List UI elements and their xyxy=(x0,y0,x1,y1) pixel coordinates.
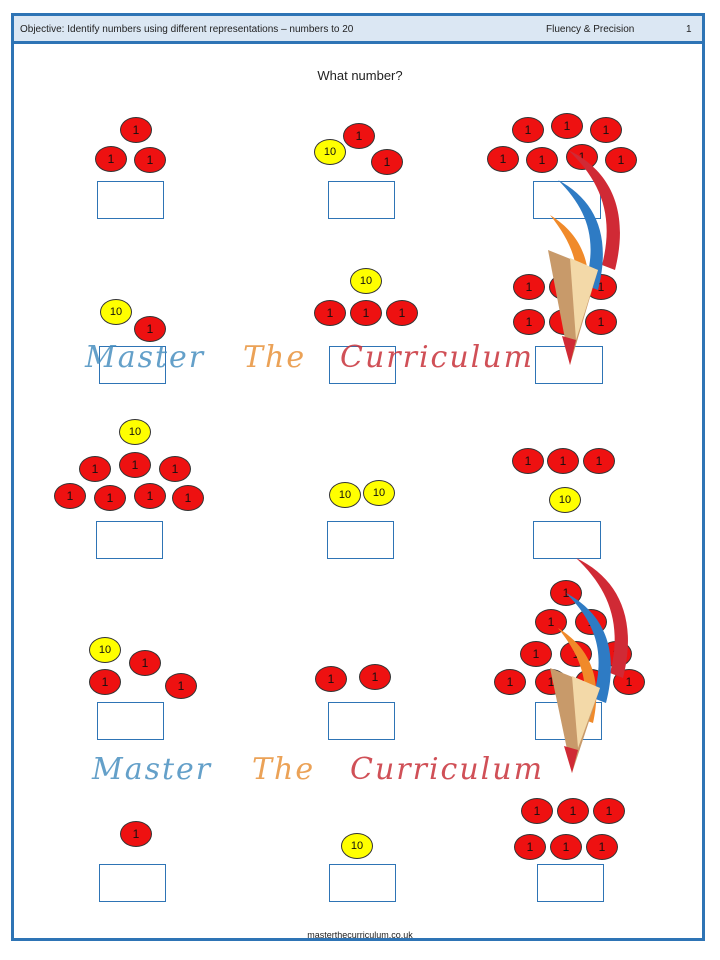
one-counter: 1 xyxy=(134,147,166,173)
page-number: 1 xyxy=(686,24,692,35)
answer-box[interactable] xyxy=(329,864,396,902)
watermark-the-1: The xyxy=(243,340,307,375)
answer-box[interactable] xyxy=(97,702,164,740)
one-counter: 1 xyxy=(586,834,618,860)
ten-counter: 10 xyxy=(119,419,151,445)
ten-counter: 10 xyxy=(329,482,361,508)
one-counter: 1 xyxy=(95,146,127,172)
answer-box[interactable] xyxy=(99,346,166,384)
one-counter: 1 xyxy=(487,146,519,172)
one-counter: 1 xyxy=(119,452,151,478)
one-counter: 1 xyxy=(129,650,161,676)
one-counter: 1 xyxy=(514,834,546,860)
one-counter: 1 xyxy=(513,309,545,335)
one-counter: 1 xyxy=(521,798,553,824)
one-counter: 1 xyxy=(550,834,582,860)
one-counter: 1 xyxy=(54,483,86,509)
one-counter: 1 xyxy=(520,641,552,667)
one-counter: 1 xyxy=(134,316,166,342)
section-label: Fluency & Precision xyxy=(546,24,635,35)
ten-counter: 10 xyxy=(89,637,121,663)
one-counter: 1 xyxy=(371,149,403,175)
one-counter: 1 xyxy=(583,448,615,474)
one-counter: 1 xyxy=(566,144,598,170)
ten-counter: 10 xyxy=(549,487,581,513)
one-counter: 1 xyxy=(315,666,347,692)
header-bar: Objective: Identify numbers using differ… xyxy=(11,13,705,44)
one-counter: 1 xyxy=(557,798,589,824)
answer-box[interactable] xyxy=(537,864,604,902)
watermark-curriculum-2: Curriculum xyxy=(350,752,545,787)
one-counter: 1 xyxy=(547,448,579,474)
one-counter: 1 xyxy=(159,456,191,482)
one-counter: 1 xyxy=(585,309,617,335)
one-counter: 1 xyxy=(350,300,382,326)
one-counter: 1 xyxy=(359,664,391,690)
answer-box[interactable] xyxy=(327,521,394,559)
answer-box[interactable] xyxy=(533,521,601,559)
one-counter: 1 xyxy=(120,117,152,143)
one-counter: 1 xyxy=(343,123,375,149)
worksheet-title: What number? xyxy=(317,68,403,83)
one-counter: 1 xyxy=(165,673,197,699)
watermark-master-2: Master xyxy=(92,752,213,787)
one-counter: 1 xyxy=(89,669,121,695)
answer-box[interactable] xyxy=(329,346,396,384)
one-counter: 1 xyxy=(120,821,152,847)
one-counter: 1 xyxy=(593,798,625,824)
pencil-logo-icon xyxy=(548,150,620,365)
answer-box[interactable] xyxy=(97,181,164,219)
one-counter: 1 xyxy=(79,456,111,482)
one-counter: 1 xyxy=(494,669,526,695)
ten-counter: 10 xyxy=(341,833,373,859)
one-counter: 1 xyxy=(526,147,558,173)
one-counter: 1 xyxy=(172,485,204,511)
ten-counter: 10 xyxy=(314,139,346,165)
one-counter: 1 xyxy=(386,300,418,326)
one-counter: 1 xyxy=(605,147,637,173)
pencil-logo-icon xyxy=(550,558,628,773)
answer-box[interactable] xyxy=(96,521,163,559)
one-counter: 1 xyxy=(513,274,545,300)
answer-box[interactable] xyxy=(328,702,395,740)
ten-counter: 10 xyxy=(363,480,395,506)
watermark-master-1: Master xyxy=(85,340,206,375)
one-counter: 1 xyxy=(94,485,126,511)
answer-box[interactable] xyxy=(99,864,166,902)
ten-counter: 10 xyxy=(350,268,382,294)
watermark-curriculum-1: Curriculum xyxy=(340,340,535,375)
one-counter: 1 xyxy=(512,117,544,143)
one-counter: 1 xyxy=(314,300,346,326)
one-counter: 1 xyxy=(590,117,622,143)
footer-url: masterthecurriculum.co.uk xyxy=(307,930,413,940)
one-counter: 1 xyxy=(551,113,583,139)
one-counter: 1 xyxy=(512,448,544,474)
objective-text: Objective: Identify numbers using differ… xyxy=(20,24,354,35)
ten-counter: 10 xyxy=(100,299,132,325)
one-counter: 1 xyxy=(134,483,166,509)
watermark-the-2: The xyxy=(252,752,316,787)
answer-box[interactable] xyxy=(328,181,395,219)
